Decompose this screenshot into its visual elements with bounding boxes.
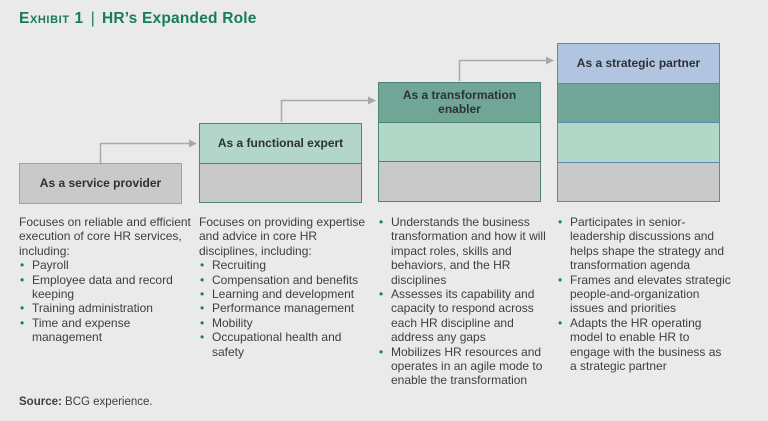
bullet-item: Time and expense management: [19, 316, 193, 345]
step-label-transformation-enabler: As a transformation enabler: [379, 83, 540, 122]
column-intro: Focuses on reliable and efficient execut…: [19, 215, 191, 258]
title-separator: |: [90, 10, 95, 27]
bullet-item: Understands the business transformation …: [378, 215, 552, 287]
title-text: HR’s Expanded Role: [101, 10, 257, 27]
exhibit-title: Exhibit 1 | HR’s Expanded Role: [19, 10, 257, 28]
bullet-list: Recruiting Compensation and benefits Lea…: [199, 258, 373, 359]
bullet-item: Employee data and record keeping: [19, 273, 193, 302]
arrow-step2-to-step3: [280, 96, 376, 122]
step-label-service-provider: As a service provider: [20, 164, 181, 203]
step-service-provider: As a service provider: [19, 163, 182, 204]
arrow-step1-to-step2: [99, 139, 197, 163]
bullet-list: Participates in senior-leadership discus…: [557, 215, 731, 373]
bullet-item: Assesses its capability and capacity to …: [378, 287, 552, 345]
tier-gray: [379, 161, 540, 201]
bullet-item: Compensation and benefits: [199, 273, 373, 288]
bullet-item: Frames and elevates strategic people-and…: [557, 273, 731, 316]
bullet-item: Performance management: [199, 301, 373, 316]
column-strategic-partner: Participates in senior-leadership discus…: [557, 215, 731, 373]
bullet-item: Learning and development: [199, 287, 373, 302]
column-functional-expert: Focuses on providing expertise and advic…: [199, 215, 373, 359]
source-text: BCG experience.: [65, 396, 153, 408]
step-transformation-enabler: As a transformation enabler: [378, 82, 541, 202]
tier-gray: [558, 161, 719, 201]
column-transformation-enabler: Understands the business transformation …: [378, 215, 552, 388]
bullet-item: Payroll: [19, 258, 193, 273]
bullet-item: Occupational health and safety: [199, 330, 373, 359]
step-strategic-partner: As a strategic partner: [557, 43, 720, 202]
arrow-step3-to-step4: [458, 56, 554, 81]
arrowhead-icon: [189, 139, 197, 148]
arrowhead-icon: [368, 96, 376, 105]
bullet-item: Recruiting: [199, 258, 373, 273]
column-service-provider: Focuses on reliable and efficient execut…: [19, 215, 193, 345]
source-label: Source:: [19, 396, 62, 408]
step-functional-expert: As a functional expert: [199, 123, 362, 203]
bullet-list: Understands the business transformation …: [378, 215, 552, 388]
arrowhead-icon: [546, 56, 554, 65]
tier-light-green: [558, 122, 719, 162]
bullet-item: Training administration: [19, 301, 193, 316]
tier-light-green: [379, 121, 540, 161]
bullet-item: Participates in senior-leadership discus…: [557, 215, 731, 273]
source-note: Source: BCG experience.: [19, 396, 153, 408]
column-intro: Focuses on providing expertise and advic…: [199, 215, 366, 258]
step-label-strategic-partner: As a strategic partner: [558, 44, 719, 83]
bullet-item: Adapts the HR operating model to enable …: [557, 316, 731, 374]
tier-medium-green: [558, 82, 719, 122]
bullet-item: Mobility: [199, 316, 373, 331]
step-label-functional-expert: As a functional expert: [200, 124, 361, 163]
exhibit-number: Exhibit 1: [19, 10, 84, 27]
bullet-list: Payroll Employee data and record keeping…: [19, 258, 193, 344]
bullet-item: Mobilizes HR resources and operates in a…: [378, 345, 552, 388]
tier-gray: [200, 162, 361, 202]
